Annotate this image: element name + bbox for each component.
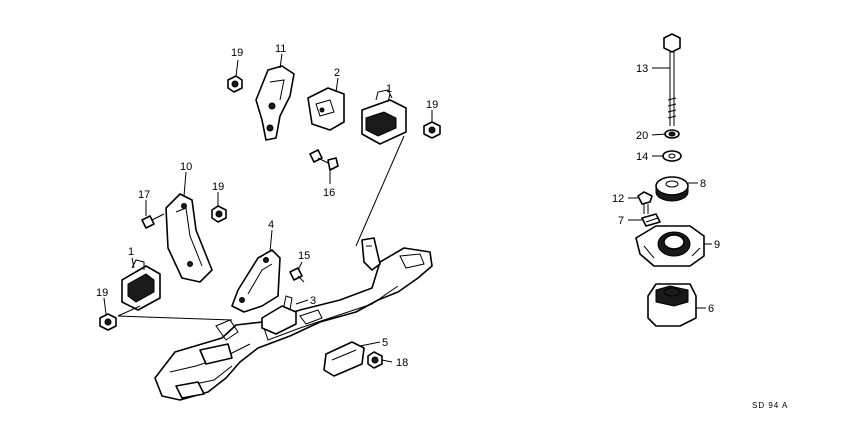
callout-labels: 19 11 2 1 19 16 10 17 19 4 15 1 19 3 5 1…: [96, 43, 788, 410]
callout-1-left: 1: [128, 246, 134, 258]
part-19-nut-top: [227, 75, 243, 93]
callout-4: 4: [268, 219, 274, 231]
part-16-bolt: [309, 149, 339, 171]
part-19-nut-left: [99, 313, 117, 331]
part-17-bolt: [141, 213, 165, 229]
part-15-bolt: [289, 267, 305, 283]
part-4-mount-bracket: [231, 249, 281, 313]
callout-6: 6: [708, 303, 714, 315]
callout-2: 2: [334, 67, 340, 79]
part-5-stopper-plate: [323, 341, 365, 377]
part-1-top-rubber-mount: [361, 89, 407, 145]
callout-13: 13: [636, 63, 648, 75]
part-1-left-rubber-mount: [121, 259, 161, 311]
callout-15: 15: [298, 250, 310, 262]
callout-17: 17: [138, 189, 150, 201]
part-12-bolt: [637, 191, 653, 214]
part-6-lower-mount: [647, 283, 697, 327]
callout-10: 10: [180, 161, 192, 173]
part-18-nut: [367, 351, 383, 369]
callout-9: 9: [714, 239, 720, 251]
part-13-long-bolt: [663, 33, 681, 126]
part-10-mount-bracket: [165, 193, 213, 283]
callout-11: 11: [275, 43, 286, 55]
part-19-nut-mid: [211, 205, 227, 223]
callout-18: 18: [396, 357, 408, 369]
callout-5: 5: [382, 337, 388, 349]
diagram-code: SD 94 A: [752, 401, 788, 410]
callout-16: 16: [323, 187, 335, 199]
callout-3: 3: [310, 295, 316, 307]
callout-8: 8: [700, 178, 706, 190]
part-8-bushing: [655, 176, 689, 202]
part-7-clip: [641, 213, 661, 227]
callout-19-left: 19: [96, 287, 108, 299]
callout-12: 12: [612, 193, 624, 205]
callout-19-mid: 19: [212, 181, 224, 193]
part-20-washer: [664, 129, 680, 139]
callout-1-top: 1: [386, 83, 392, 95]
callout-19-right: 19: [426, 99, 438, 111]
leader-lines: [103, 53, 712, 363]
callout-19-top: 19: [231, 47, 243, 59]
callout-7: 7: [618, 215, 624, 227]
part-3-stopper: [261, 295, 297, 335]
part-19-nut-right: [423, 121, 441, 139]
part-9-mount-housing: [635, 225, 705, 267]
callout-14: 14: [636, 151, 648, 163]
callout-20: 20: [636, 130, 648, 142]
part-2-mount-cover: [307, 87, 345, 131]
part-11-mount-bracket: [255, 65, 295, 141]
part-14-washer: [662, 150, 682, 162]
